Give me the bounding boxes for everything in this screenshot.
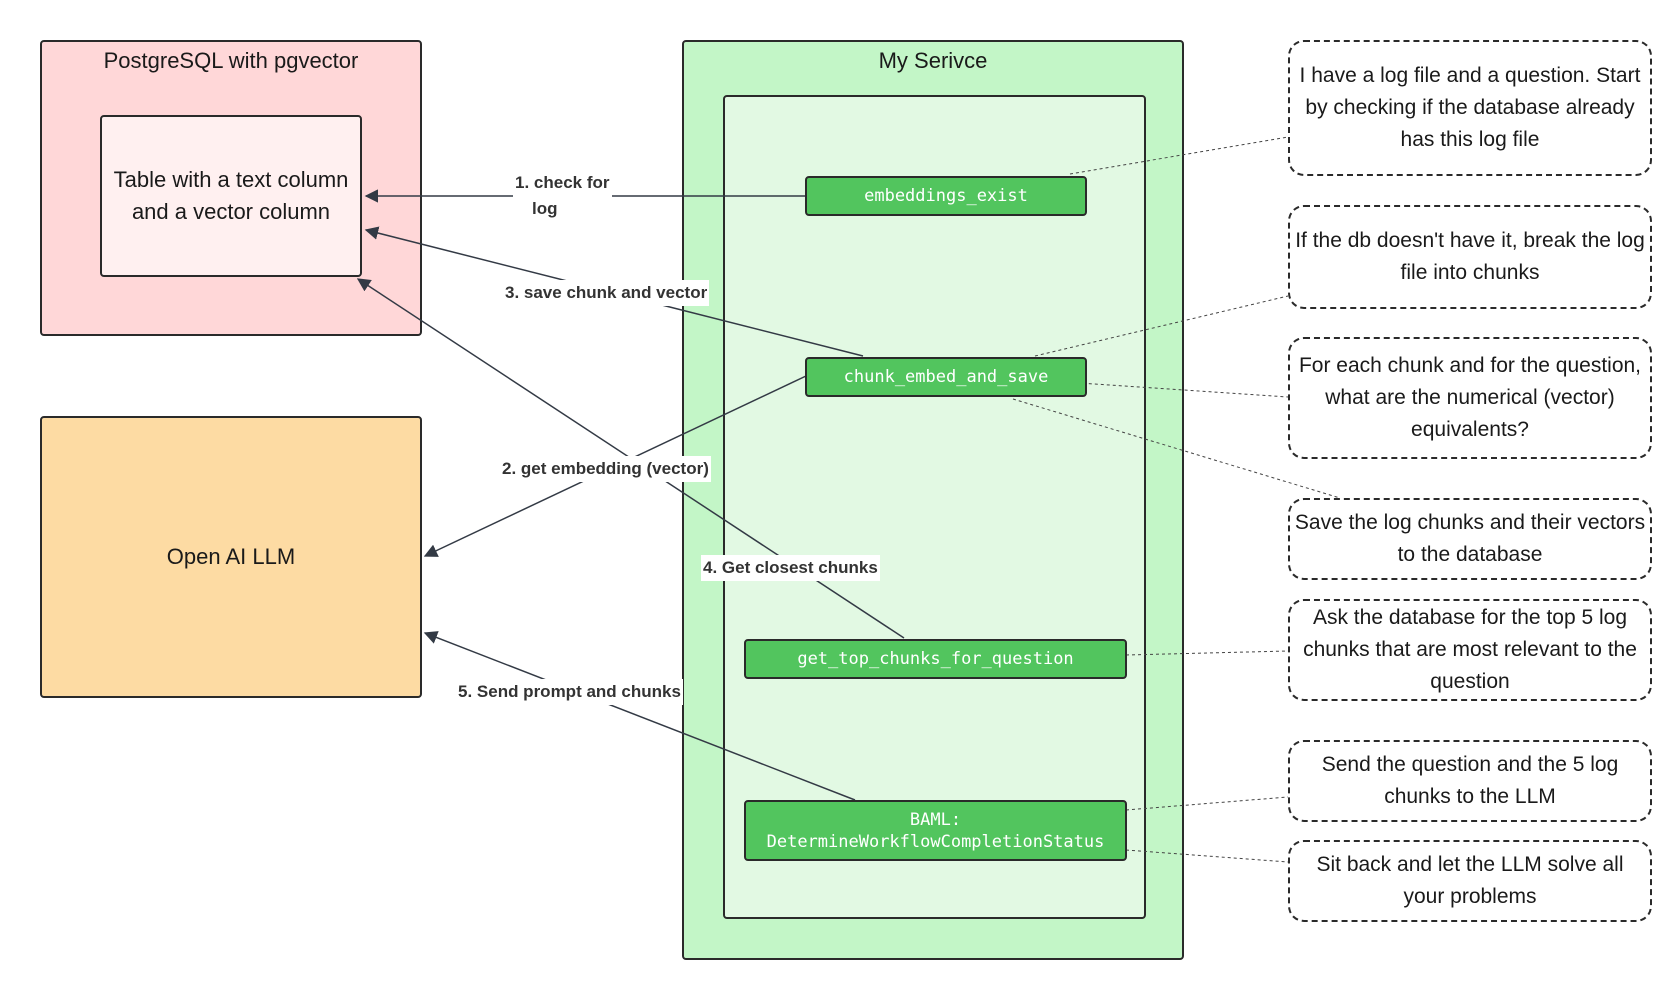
postgres-title: PostgreSQL with pgvector (103, 48, 359, 73)
edge-label-save-chunk: 3. save chunk and vector (503, 280, 710, 306)
postgres-table-node: Table with a text column and a vector co… (100, 115, 362, 277)
note-sit-back: Sit back and let the LLM solve all your … (1288, 840, 1652, 922)
service-inner-panel (723, 95, 1146, 919)
note-save-chunks: Save the log chunks and their vectors to… (1288, 498, 1652, 580)
note-top-5-chunks: Ask the database for the top 5 log chunk… (1288, 599, 1652, 701)
edge-send-prompt (423, 631, 856, 801)
edge-label-check-line-2: log (532, 199, 558, 218)
edge-label-get-embedding: 2. get embedding (vector) (500, 456, 711, 482)
note-send-to-llm: Send the question and the 5 log chunks t… (1288, 740, 1652, 822)
chunk-embed-and-save-node: chunk_embed_and_save (805, 357, 1087, 397)
service-title: My Serivce (878, 48, 988, 73)
edge-label-send-prompt: 5. Send prompt and chunks (456, 679, 683, 705)
note-link-1 (1069, 136, 1289, 175)
note-link-2 (1034, 295, 1289, 357)
note-vector-equivalents: For each chunk and for the question, wha… (1288, 337, 1652, 459)
baml-determine-status-node: BAML: DetermineWorkflowCompletionStatus (744, 800, 1127, 861)
note-break-chunks: If the db doesn't have it, break the log… (1288, 205, 1652, 309)
edge-label-check-for-log: 1. check for log (513, 170, 612, 222)
embeddings-exist-node: embeddings_exist (805, 176, 1087, 216)
note-link-6 (1125, 796, 1289, 811)
note-link-4 (1012, 398, 1341, 499)
baml-line-2: DetermineWorkflowCompletionStatus (766, 831, 1105, 852)
edge-label-check-line-1: 1. check for (515, 173, 610, 192)
note-link-5 (1125, 650, 1289, 656)
edge-label-get-closest: 4. Get closest chunks (701, 555, 880, 581)
note-link-3 (1004, 377, 1289, 398)
get-top-chunks-node: get_top_chunks_for_question (744, 639, 1127, 679)
openai-llm-node: Open AI LLM (40, 416, 422, 698)
note-link-7 (1125, 849, 1289, 863)
note-check-log: I have a log file and a question. Start … (1288, 40, 1652, 176)
baml-line-1: BAML: (909, 809, 962, 830)
